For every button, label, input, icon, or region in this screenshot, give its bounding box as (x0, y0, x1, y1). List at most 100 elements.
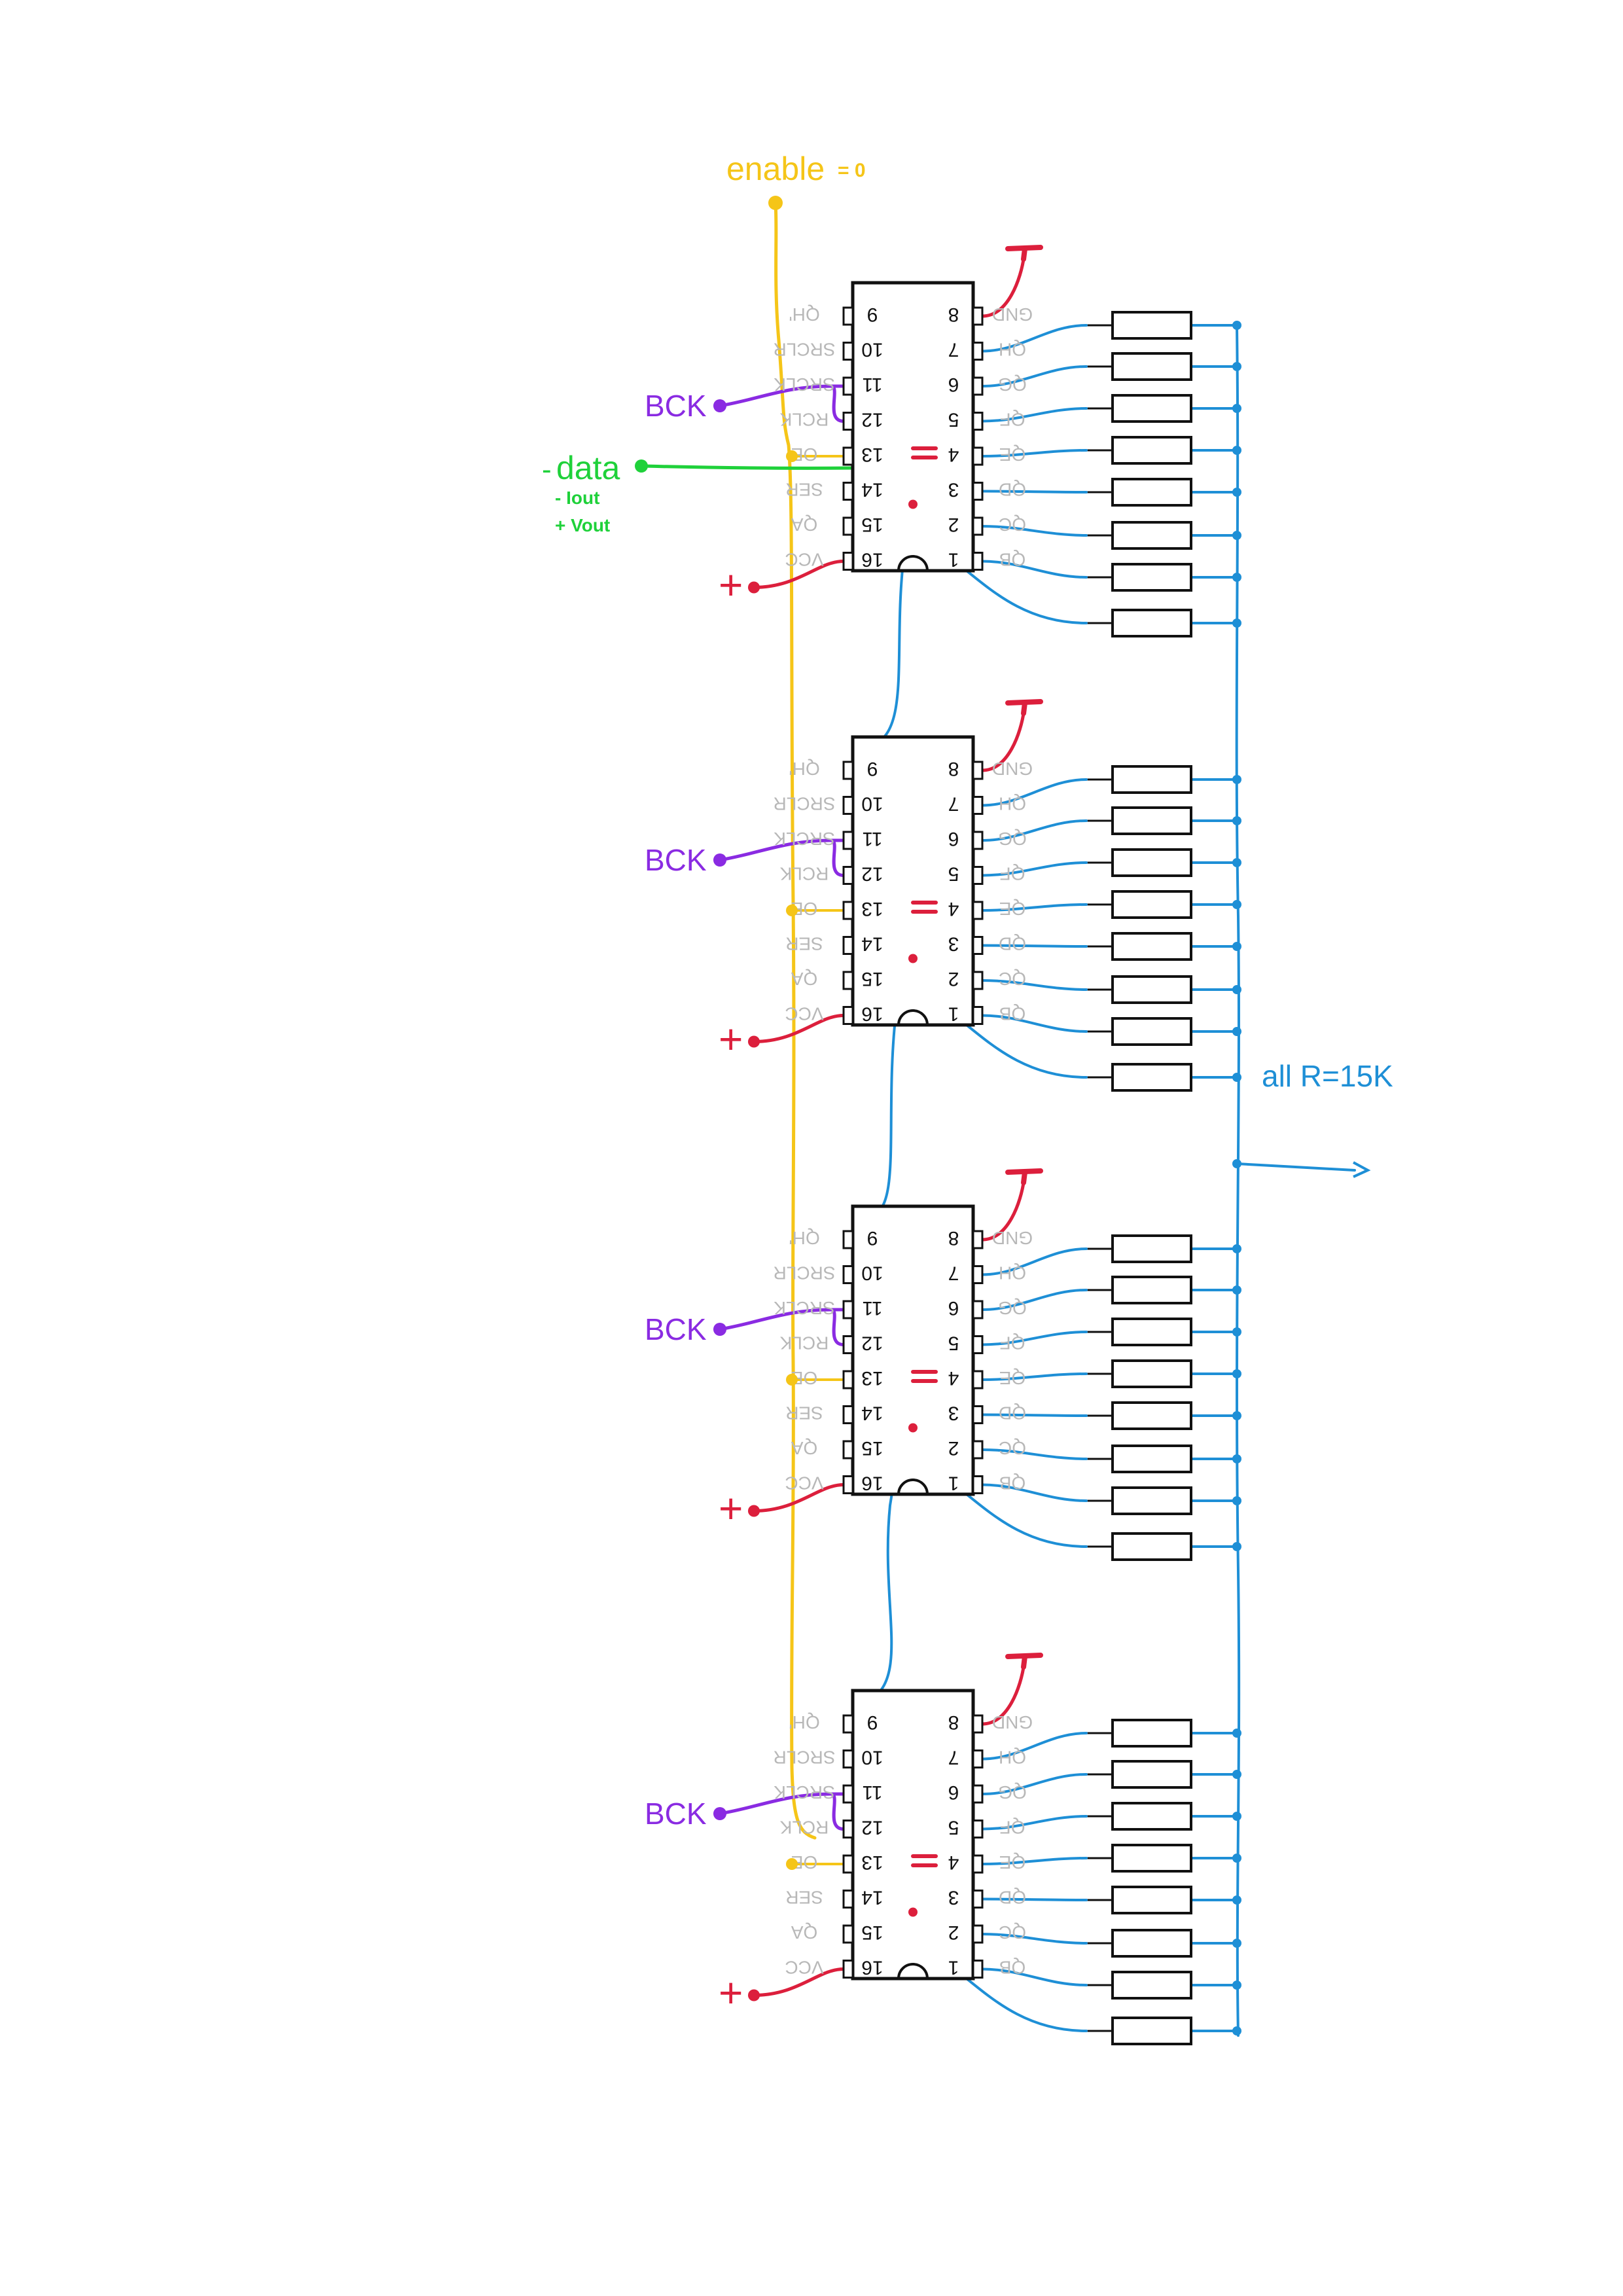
output-wire (981, 1967, 1088, 1986)
bck-dot (713, 1323, 726, 1336)
pin-left (842, 761, 854, 780)
data-minus-mark: - (542, 454, 552, 486)
vcc-dot (748, 1989, 760, 2001)
bus-junction-dot (1232, 1729, 1241, 1738)
ground-stem (1021, 246, 1027, 262)
pin-number: 9 (867, 758, 878, 780)
output-wire (981, 1331, 1088, 1346)
resistor (1111, 436, 1192, 465)
resistor (1111, 1359, 1192, 1388)
pin-signal-label: GND (992, 759, 1033, 779)
pin-number: 3 (948, 1887, 959, 1909)
pin-signal-label: QH (999, 794, 1026, 814)
pin-right (972, 482, 984, 501)
resistor (1111, 806, 1192, 835)
pin-signal-label: GND (992, 304, 1033, 325)
output-wire (981, 1289, 1088, 1311)
bus-junction-dot (1232, 816, 1241, 825)
pin-number: 8 (948, 758, 959, 780)
enable-oe-dot (786, 1858, 798, 1870)
output-wire (981, 778, 1088, 807)
bus-junction-dot (1232, 619, 1241, 628)
pin-signal-label: QH' (789, 759, 819, 779)
output-wire (981, 1372, 1088, 1381)
output-wire (981, 525, 1088, 537)
gnd-wire (980, 253, 1026, 318)
pin-number: 8 (948, 304, 959, 325)
pin-number: 6 (948, 374, 959, 395)
pin-signal-label: SER (785, 1888, 823, 1908)
resistor (1111, 1276, 1192, 1304)
pin-signal-label: VCC (785, 1004, 823, 1024)
pin-signal-label: QB (999, 1004, 1026, 1024)
pin-signal-label: GND (992, 1228, 1033, 1248)
pin-signal-label: SRCLK (774, 1782, 835, 1803)
vcc-plus-icon: + (719, 562, 743, 609)
pin-left (842, 1006, 854, 1025)
pin-signal-label: QH (999, 340, 1026, 360)
output-wire (981, 944, 1088, 948)
bus-junction-dot (1232, 446, 1241, 455)
pin-number: 6 (948, 1297, 959, 1319)
bus-junction-dot (1232, 858, 1241, 867)
bck-label: BCK (645, 1797, 707, 1831)
pin-right (972, 1335, 984, 1354)
ground-stem (1021, 1654, 1027, 1670)
output-wire (981, 490, 1088, 493)
resistor (1111, 2017, 1192, 2045)
pin-signal-label: QC (999, 1438, 1026, 1458)
pin-signal-label: QG (998, 1782, 1027, 1803)
bus-junction-dot (1232, 1939, 1241, 1948)
pin-signal-label: QF (1000, 410, 1026, 430)
pin-number: 15 (861, 1437, 883, 1459)
pin-number: 14 (861, 479, 883, 501)
pin-number: 10 (861, 1263, 883, 1284)
output-wire (981, 1857, 1088, 1865)
pin-right (972, 1230, 984, 1249)
bus-junction-dot (1232, 1812, 1241, 1821)
pin-number: 2 (948, 514, 959, 535)
pin-signal-label: QD (999, 1888, 1026, 1908)
pin-number: 16 (861, 1957, 883, 1979)
bus-junction-dot (1232, 1895, 1241, 1905)
output-wire (981, 1247, 1088, 1276)
pin-number: 11 (862, 828, 882, 850)
enable-oe-dot (786, 450, 798, 462)
pin-right (972, 306, 984, 326)
bus-junction-dot (1232, 1027, 1241, 1036)
pin-number: 2 (948, 1922, 959, 1943)
enable-oe-dot (786, 1374, 798, 1386)
pin-number: 10 (861, 793, 883, 815)
pin-right (972, 1714, 984, 1734)
pin-left (842, 482, 854, 501)
pin-signal-label: QG (998, 829, 1027, 849)
enable-line (774, 201, 817, 1840)
pin-left (842, 1300, 854, 1319)
pin-signal-label: GND (992, 1712, 1033, 1732)
pin-right (972, 1924, 984, 1944)
bck-dot (713, 1807, 726, 1820)
pin-left (842, 1924, 854, 1944)
pin-left (842, 936, 854, 955)
output-line (1236, 1162, 1356, 1172)
pin-number: 3 (948, 1403, 959, 1424)
pin-left (842, 831, 854, 850)
vcc-wire (752, 1014, 846, 1043)
pin-left (842, 1820, 854, 1839)
output-wire (981, 449, 1088, 457)
chip-body (851, 1689, 975, 1981)
pin-signal-label: QH (999, 1748, 1026, 1768)
resistor (1111, 1844, 1192, 1873)
resistor (1111, 975, 1192, 1004)
pin-number: 13 (861, 898, 883, 920)
pin-left (842, 446, 854, 466)
output-wire (981, 1897, 1088, 1901)
output-wire (981, 1413, 1088, 1417)
pin-signal-label: QE (999, 444, 1026, 465)
resistor (1111, 1802, 1192, 1831)
pin-right (972, 376, 984, 396)
pin-number: 5 (948, 863, 959, 885)
pin-signal-label: VCC (785, 1958, 823, 1978)
